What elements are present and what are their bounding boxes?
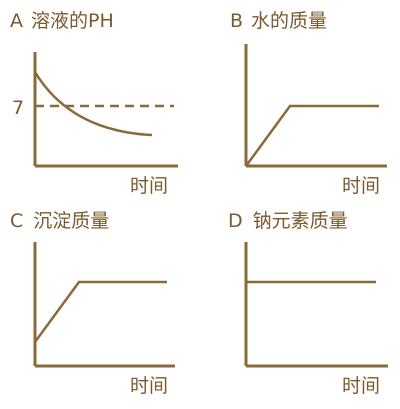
panel-d-x-label: 时间 bbox=[342, 375, 380, 397]
panel-c-series-line bbox=[33, 280, 167, 343]
panel-a-ref-label: 7 bbox=[12, 97, 24, 119]
panel-b-x-label: 时间 bbox=[342, 175, 380, 197]
panel-a-x-label: 时间 bbox=[130, 175, 168, 197]
panel-a-series-line bbox=[33, 71, 153, 137]
panel-b-series-line bbox=[244, 104, 379, 167]
panel-c-x-label: 时间 bbox=[130, 375, 168, 397]
